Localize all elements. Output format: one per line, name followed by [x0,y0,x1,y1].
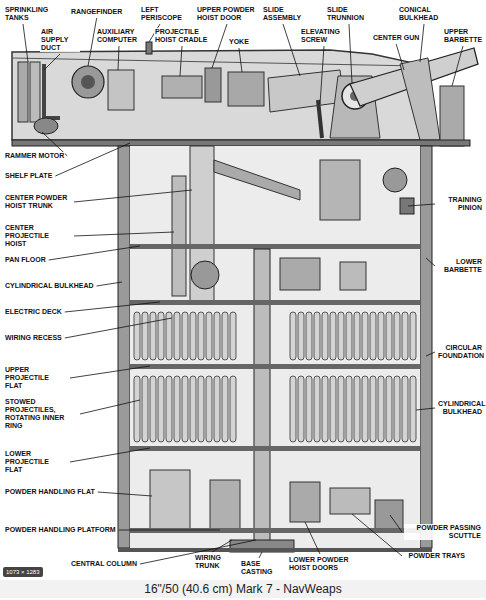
leader-line [74,232,174,236]
part-label: PROJECTILE HOIST CRADLE [154,28,210,44]
part-label: SPRINKLING TANKS [4,6,42,22]
part-label: RANGEFINDER [70,8,123,16]
leader-line [408,204,435,206]
part-label: UPPER BARBETTE [443,28,483,44]
leader-line [320,46,324,104]
part-label: TRAINING PINION [437,196,483,212]
leader-line [97,282,122,286]
leader-line [70,448,150,462]
part-label: WIRING TRUNK [194,554,230,570]
part-label: LEFT PERISCOPE [140,6,180,22]
leader-line [55,143,130,176]
part-label: UPPER POWDER HOIST DOOR [196,6,258,22]
caption: 16"/50 (40.6 cm) Mark 7 - NavWeaps [0,580,486,598]
part-label: CENTER POWDER HOIST TRUNK [4,194,72,210]
part-label: CIRCULAR FOUNDATION [437,344,483,360]
part-label: SHELF PLATE [4,172,53,180]
leader-line [426,352,435,356]
leader-line [305,522,320,554]
part-label: POWDER HANDLING FLAT [4,488,96,496]
leader-line [416,408,435,410]
part-label: CENTER PROJECTILE HOIST [4,224,72,248]
leader-line [212,24,227,68]
part-label: POWDER TRAYS [404,552,466,560]
part-label: POWDER HANDLING PLATFORM [4,526,117,534]
part-label: SLIDE ASSEMBLY [262,6,304,22]
part-label: CONICAL BULKHEAD [398,6,450,22]
leader-line [98,492,152,496]
part-label: POWDER PASSING SCUTTLE [404,524,482,540]
leader-line [180,46,182,76]
leader-line [452,46,463,86]
leader-line [259,552,262,558]
part-label: CENTER GUN [372,34,420,42]
part-label: BASE CASTING [240,560,278,576]
leader-line [118,46,119,70]
leader-line [420,24,424,62]
part-label: AUXILIARY COMPUTER [96,28,142,44]
leader-line [212,540,232,552]
part-label: WIRING RECESS [4,334,63,342]
leader-line [426,258,435,266]
part-label: CYLINDRICAL BULKHEAD [437,400,483,416]
part-label: LOWER POWDER HOIST DOORS [288,556,352,572]
leader-line [65,302,160,312]
leader-line [283,24,300,76]
part-label: RAMMER MOTOR [4,152,65,160]
part-label: LOWER PROJECTILE FLAT [4,450,68,474]
leader-line [23,24,28,62]
part-label: ELEVATING SCREW [300,28,348,44]
part-label: CENTRAL COLUMN [70,560,138,568]
leader-line [74,190,192,202]
leader-line [119,530,220,531]
part-label: CYLINDRICAL BULKHEAD [4,282,95,290]
leader-line [396,44,404,70]
leader-line [80,400,140,414]
leader-line [49,246,140,260]
leader-line [390,515,402,532]
leader-line [44,54,60,70]
part-label: LOWER BARBETTE [437,258,483,274]
leader-line [349,24,352,83]
part-label: PAN FLOOR [4,256,47,264]
part-label: YOKE [228,38,250,46]
leader-line [70,366,150,378]
part-label: UPPER PROJECTILE FLAT [4,366,68,390]
part-label: AIR SUPPLY DUCT [40,28,80,52]
size-badge: 1073 × 1283 [3,567,43,577]
leader-line [239,48,242,72]
part-label: ELECTRIC DECK [4,308,63,316]
leader-line [65,318,172,338]
part-label: STOWED PROJECTILES, ROTATING INNER RING [4,398,78,430]
part-label: SLIDE TRUNNION [326,6,372,22]
leader-line [352,514,402,556]
